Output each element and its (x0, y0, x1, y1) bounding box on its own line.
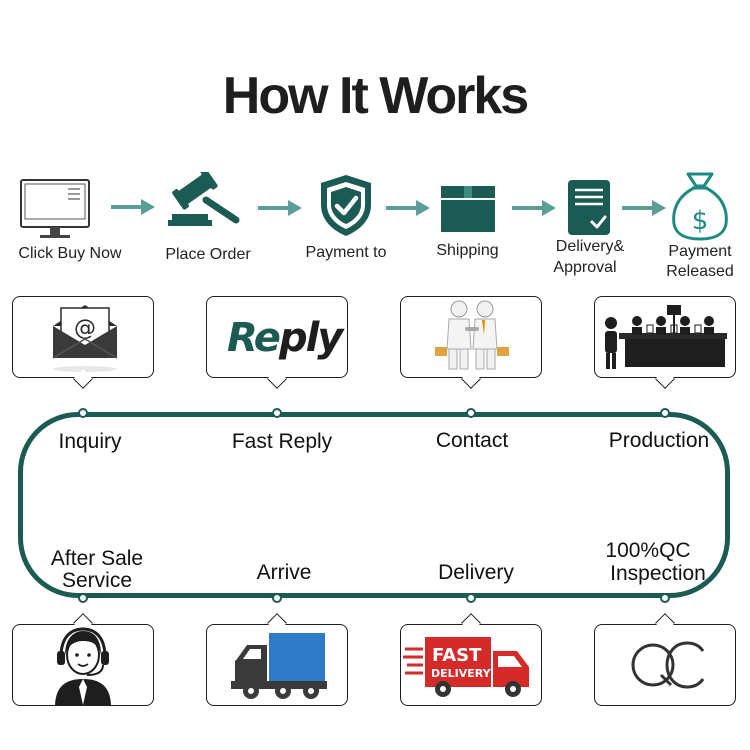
flow-label-fast-reply: Fast Reply (231, 430, 333, 453)
delivery-box: FAST DELIVERY (400, 613, 542, 706)
step-label: Approval (553, 259, 617, 276)
loop-node (660, 593, 670, 603)
svg-text:Reply: Reply (227, 315, 345, 361)
fast-delivery-truck-icon: FAST DELIVERY (403, 637, 529, 697)
flow-label-inspection: Inspection (610, 562, 706, 585)
arrow-icon (512, 200, 556, 216)
arrow-icon (622, 200, 666, 216)
gavel-icon (168, 172, 240, 226)
arrow-icon (258, 200, 302, 216)
fast-reply-box: Reply (206, 296, 348, 389)
step-place-order: Place Order (158, 172, 258, 265)
qc-logo (631, 641, 705, 689)
step-label: Payment (668, 243, 732, 260)
delivery-text: DELIVERY (431, 667, 492, 680)
after-sale-box (12, 613, 154, 706)
money-bag-icon: $ (672, 172, 728, 241)
flow-label-inquiry: Inquiry (58, 430, 122, 453)
contact-box (400, 296, 542, 389)
arrow-icon (386, 200, 430, 216)
qc-box (594, 613, 736, 706)
flow-label-contact: Contact (435, 429, 509, 452)
loop-node (78, 408, 88, 418)
flow-label-after-sale: After Sale (50, 547, 144, 570)
shield-check-icon (321, 175, 371, 236)
step-label: Click Buy Now (18, 245, 122, 262)
svg-text:$: $ (692, 206, 709, 236)
loop-node (272, 408, 282, 418)
flow-label-100qc: 100%QC (605, 539, 691, 562)
flow-label-arrive: Arrive (256, 561, 312, 584)
step-payment-released: $ Payment Released (658, 170, 742, 282)
fast-text: FAST (432, 645, 482, 666)
computer-icon (20, 179, 90, 238)
step-click-buy-now: Click Buy Now (10, 175, 130, 265)
step-label: Place Order (165, 246, 251, 263)
step-label: Delivery& (555, 238, 625, 255)
loop-node (272, 593, 282, 603)
step-label: Payment to (305, 244, 387, 261)
step-shipping: Shipping (420, 180, 515, 265)
box-icon (441, 186, 495, 232)
loop-node (78, 593, 88, 603)
arrive-box (206, 613, 348, 706)
flow-label-production: Production (608, 429, 710, 452)
loop-node (660, 408, 670, 418)
arrow-icon (111, 199, 155, 215)
loop-node (466, 593, 476, 603)
step-payment-to: Payment to (296, 173, 396, 265)
process-loop (18, 412, 730, 598)
step-label: Released (666, 263, 734, 280)
reply-logo: Reply (227, 315, 347, 361)
page-title: How It Works (222, 67, 529, 125)
truck-icon (231, 633, 327, 699)
loop-node (466, 408, 476, 418)
step-label: Shipping (436, 242, 499, 259)
svg-text:@: @ (74, 316, 96, 341)
handshake-icon (435, 300, 509, 370)
production-box (594, 296, 736, 389)
email-icon: @ (52, 305, 118, 372)
document-check-icon (568, 180, 610, 235)
inquiry-box: @ (12, 296, 154, 389)
flow-label-service: Service (61, 569, 133, 592)
step-delivery-approval: Delivery& Approval (545, 178, 635, 280)
flow-label-delivery: Delivery (438, 561, 514, 584)
headset-support-icon (55, 627, 111, 705)
factory-workers-icon (605, 305, 727, 369)
